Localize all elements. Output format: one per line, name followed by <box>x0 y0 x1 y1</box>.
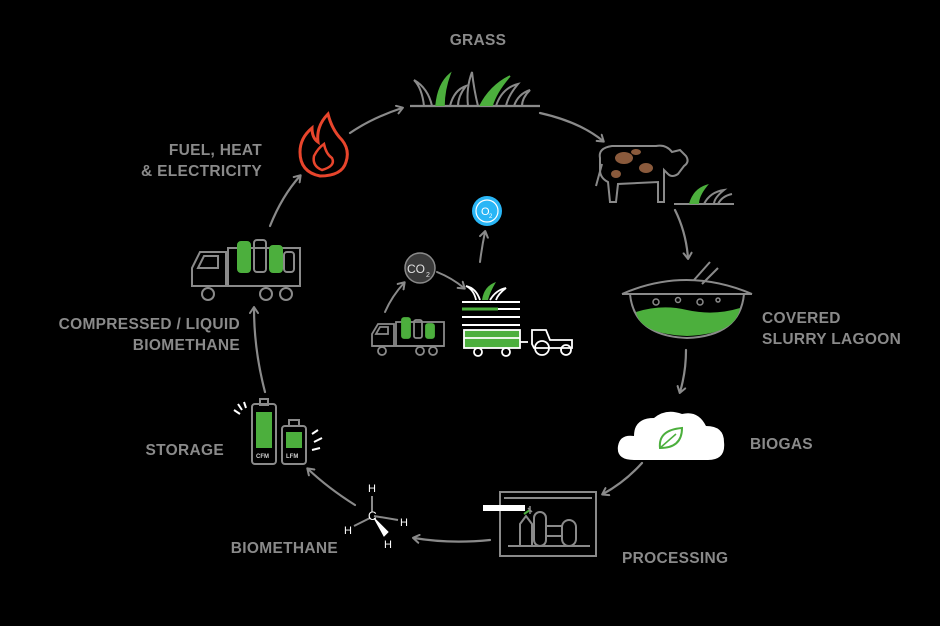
label-processing: PROCESSING <box>622 550 729 567</box>
label-compressed-liquid-biomethane: COMPRESSED / LIQUID BIOMETHANE <box>58 316 240 354</box>
storage-tanks-icon: CFM LFM <box>233 398 323 465</box>
arrow-truck-to-fire <box>268 174 302 228</box>
arrow-biomethane-to-storage <box>306 467 357 507</box>
svg-text:2: 2 <box>489 214 493 220</box>
flame-icon <box>298 111 349 178</box>
label-grass: GRASS <box>449 32 507 49</box>
gas-truck-icon <box>191 239 301 301</box>
arrow-biogas-to-processing <box>601 461 644 497</box>
label-fuel-heat-electricity: FUEL, HEAT & ELECTRICITY <box>140 142 262 180</box>
o2-bubble-icon: O 2 <box>472 196 502 226</box>
arrow-lagoon-to-biogas <box>676 348 688 394</box>
lagoon-icon <box>621 261 753 340</box>
svg-text:H: H <box>368 483 376 495</box>
arrow-processing-to-biomethane <box>412 533 492 544</box>
svg-text:2: 2 <box>426 272 430 279</box>
cow-icon <box>595 144 734 205</box>
co2-label: CO <box>407 262 425 276</box>
label-covered-slurry-lagoon: COVERED SLURRY LAGOON <box>762 310 902 348</box>
lfm-tank-label: LFM <box>286 454 298 460</box>
label-biomethane: BIOMETHANE <box>230 540 338 557</box>
small-truck-icon <box>371 317 445 356</box>
methane-carbon-label: C <box>368 509 377 523</box>
arrow-co2-to-field <box>436 271 466 290</box>
center-arrows <box>384 230 489 313</box>
arrow-fire-to-grass <box>348 104 404 135</box>
arrow-storage-to-truck <box>249 306 267 394</box>
arrow-cow-to-lagoon <box>673 208 693 260</box>
o2-label: O <box>481 206 490 218</box>
tractor-icon <box>463 329 573 357</box>
methane-molecule-icon: C H H H H <box>344 483 408 551</box>
svg-text:H: H <box>384 539 392 551</box>
co2-bubble-icon: CO 2 <box>404 252 436 284</box>
processing-plant-icon <box>483 491 597 557</box>
arrow-truck-to-co2 <box>384 281 406 313</box>
svg-text:H: H <box>344 525 352 537</box>
grass-icon <box>410 71 540 108</box>
arrow-field-to-o2 <box>479 230 489 263</box>
svg-text:H: H <box>400 517 408 529</box>
cloud-leaf-icon <box>617 411 725 460</box>
label-biogas: BIOGAS <box>750 436 813 453</box>
cycle-arrows <box>249 104 693 544</box>
field-crop-icon <box>462 282 520 326</box>
arrow-grass-to-cow <box>538 111 605 143</box>
label-storage: STORAGE <box>145 442 224 459</box>
cfm-tank-label: CFM <box>256 454 269 460</box>
